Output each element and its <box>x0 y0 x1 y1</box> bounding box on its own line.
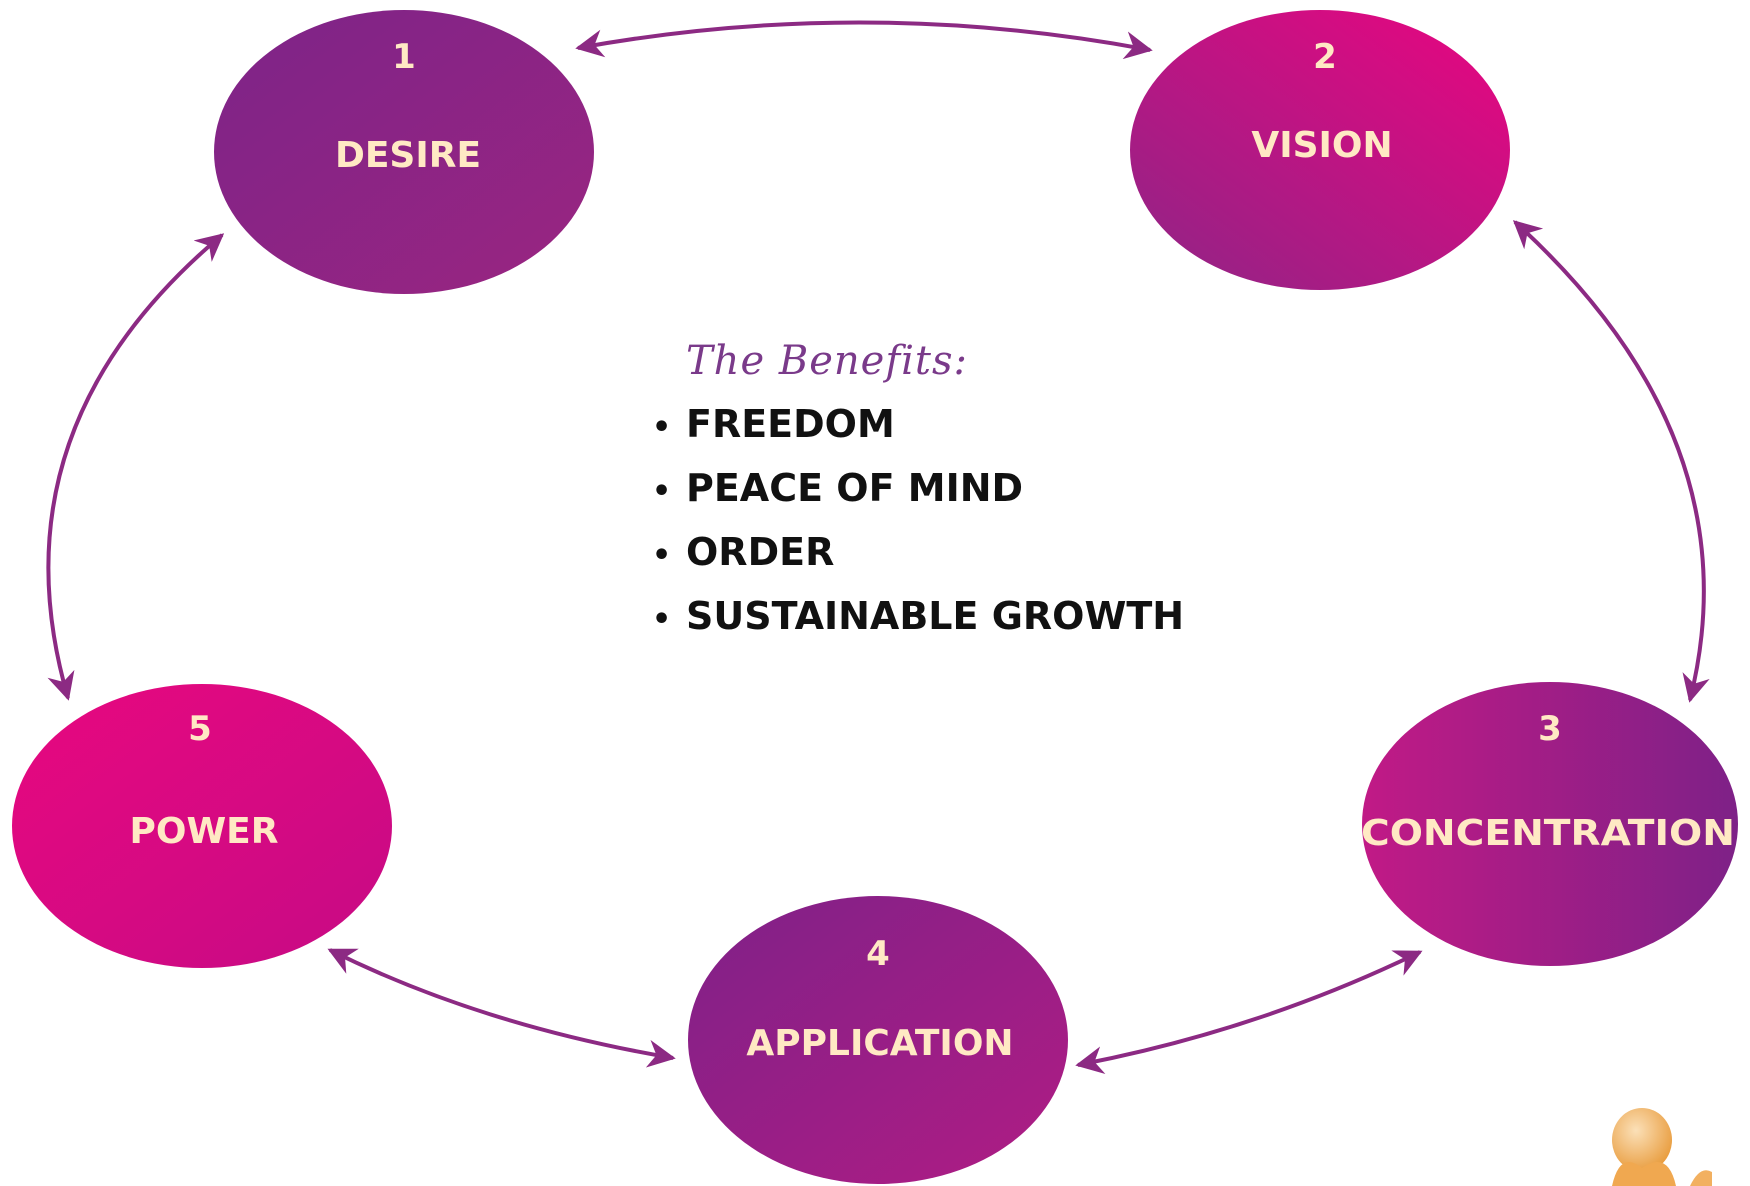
node-application-number: 4 <box>866 934 890 974</box>
node-power-shape <box>12 684 392 968</box>
node-desire: 1 DESIRE <box>214 10 594 294</box>
arrow-concentration-application <box>1075 950 1423 1074</box>
bullet: • <box>652 538 672 573</box>
node-application: 4 APPLICATION <box>688 896 1068 1184</box>
benefit-label: ORDER <box>686 530 835 574</box>
node-vision-label: VISION <box>1251 125 1392 166</box>
bullet: • <box>652 410 672 445</box>
bullet: • <box>652 602 672 637</box>
node-vision-number: 2 <box>1313 37 1337 77</box>
node-desire-label: DESIRE <box>335 135 481 176</box>
arrow-application-power <box>327 948 676 1068</box>
node-desire-shape <box>214 10 594 294</box>
node-power: 5 POWER <box>12 684 392 968</box>
node-application-label: APPLICATION <box>746 1023 1013 1064</box>
benefit-item: • SUSTAINABLE GROWTH <box>652 584 1252 648</box>
benefit-item: • PEACE OF MIND <box>652 456 1252 520</box>
node-power-label: POWER <box>129 811 278 852</box>
benefits-list: • FREEDOM • PEACE OF MIND • ORDER • SUSTAINA… <box>652 392 1252 648</box>
node-concentration-label: CONCENTRATION <box>1361 813 1735 854</box>
benefit-item: • ORDER <box>652 520 1252 584</box>
bullet: • <box>652 474 672 509</box>
node-concentration-number: 3 <box>1538 709 1562 749</box>
benefit-item: • FREEDOM <box>652 392 1252 456</box>
benefits-title: The Benefits: <box>686 338 969 384</box>
arrow-desire-vision <box>575 20 1153 60</box>
benefit-label: FREEDOM <box>686 402 895 446</box>
arrow-power-desire <box>46 233 225 701</box>
node-desire-number: 1 <box>392 37 416 77</box>
benefits-block: The Benefits: • FREEDOM • PEACE OF MIND • O… <box>652 338 1252 648</box>
node-concentration: 3 CONCENTRATION <box>1361 682 1738 966</box>
node-application-shape <box>688 896 1068 1184</box>
arrow-vision-concentration <box>1512 220 1710 703</box>
benefit-label: SUSTAINABLE GROWTH <box>686 594 1185 638</box>
node-power-number: 5 <box>188 709 212 749</box>
node-vision: 2 VISION <box>1130 10 1510 290</box>
node-concentration-shape <box>1362 682 1738 966</box>
figure-illustration <box>1612 1108 1712 1186</box>
benefit-label: PEACE OF MIND <box>686 466 1024 510</box>
node-vision-shape <box>1130 10 1510 290</box>
